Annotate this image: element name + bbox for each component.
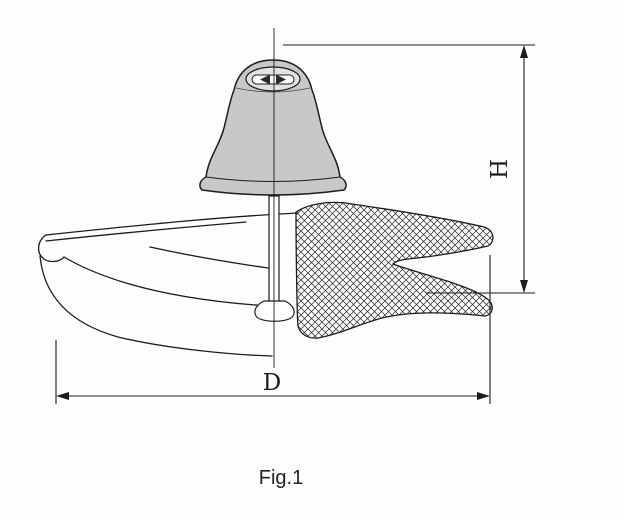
d-arrow-left bbox=[56, 392, 69, 400]
disc-section-crosshatch bbox=[295, 201, 494, 339]
cap-body bbox=[199, 59, 347, 196]
disc-shed-curve-2 bbox=[149, 246, 269, 269]
disc-bottom-edge bbox=[39, 255, 273, 357]
h-arrow-down bbox=[520, 280, 528, 293]
cap-dome-base-line bbox=[235, 87, 311, 93]
dimension-h bbox=[283, 44, 535, 294]
cap-cotter-key bbox=[260, 74, 286, 85]
pin-ball-end bbox=[254, 300, 295, 322]
dimension-d bbox=[55, 255, 491, 404]
diameter-label: D bbox=[263, 370, 281, 396]
cap-socket-slot bbox=[251, 74, 295, 85]
figure-caption: Fig.1 bbox=[259, 467, 303, 489]
h-arrow-up bbox=[520, 45, 528, 58]
cap-bottom-bead-line bbox=[205, 176, 341, 182]
d-arrow-right bbox=[477, 392, 490, 400]
disc-shed-curve-1 bbox=[63, 256, 269, 307]
disc-rim bbox=[37, 234, 65, 263]
insulator-cap bbox=[199, 59, 347, 196]
disc-top-edge-inner bbox=[45, 221, 247, 242]
height-label: H bbox=[487, 159, 513, 179]
